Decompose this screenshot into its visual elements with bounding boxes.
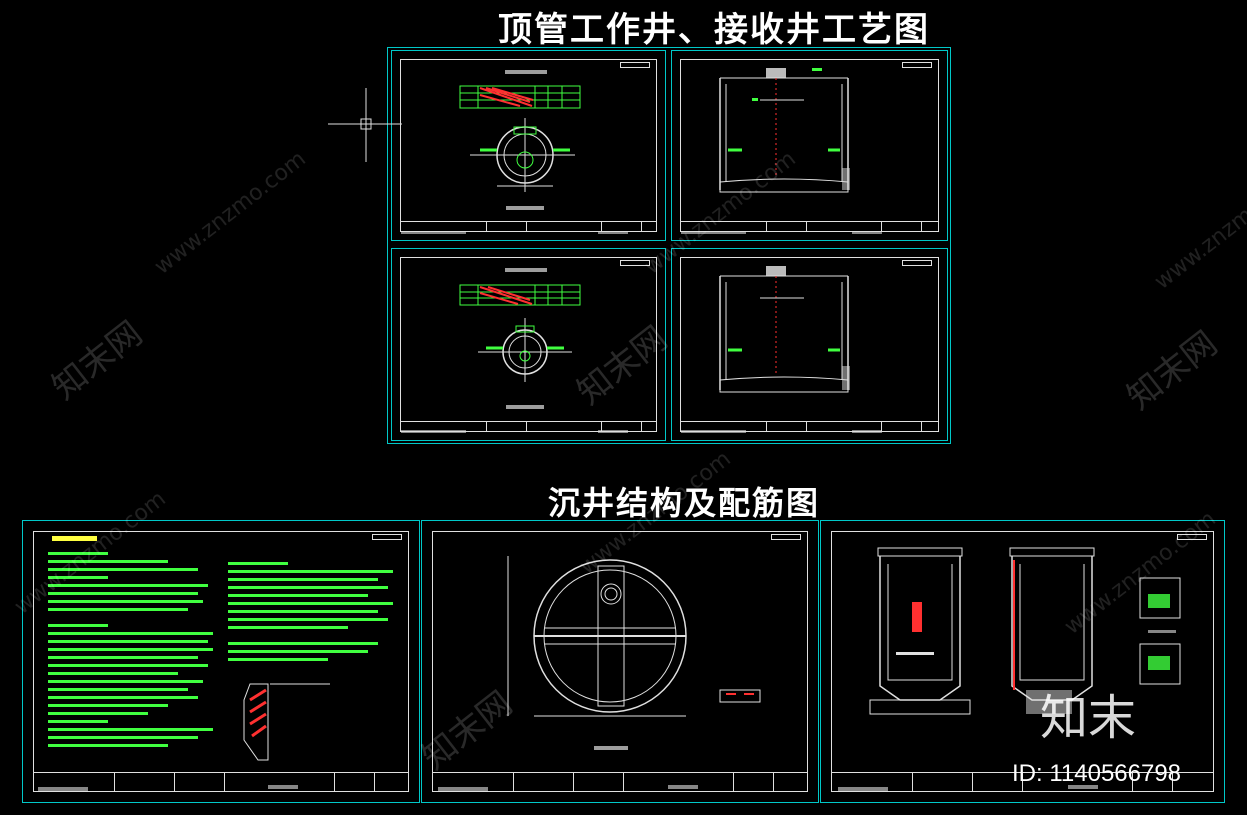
sheet-caisson-section[interactable]	[820, 520, 1225, 803]
brand-logo: 知末	[1040, 690, 1137, 746]
sheet-receiving-well-section[interactable]	[671, 248, 948, 441]
receiving-well-plan-circle	[478, 318, 572, 409]
sheet-work-well-section[interactable]	[671, 50, 948, 241]
sheet-caisson-plan[interactable]	[421, 520, 819, 803]
resource-id: ID: 1140566798	[1012, 760, 1182, 787]
design-notes-text-lines	[48, 536, 393, 747]
design-notes-detail	[243, 683, 330, 761]
caisson-section-views	[869, 547, 1181, 715]
sheet-receiving-well-plan[interactable]	[391, 248, 666, 441]
caisson-plan-circle	[507, 556, 761, 750]
title-caisson-structure: 沉井结构及配筋图	[548, 484, 821, 522]
work-well-plan-circle	[470, 118, 575, 210]
receiving-well-section-view	[719, 266, 850, 393]
receiving-well-param-table	[459, 268, 581, 306]
work-well-param-table	[459, 70, 581, 109]
sheet-work-well-plan[interactable]	[391, 50, 666, 241]
work-well-section-view	[719, 68, 850, 193]
title-jacking-wells: 顶管工作井、接收井工艺图	[498, 10, 930, 50]
crosshair-cursor-icon	[328, 88, 402, 162]
sheet-design-notes[interactable]	[22, 520, 420, 803]
top-sheet-group	[387, 47, 951, 444]
